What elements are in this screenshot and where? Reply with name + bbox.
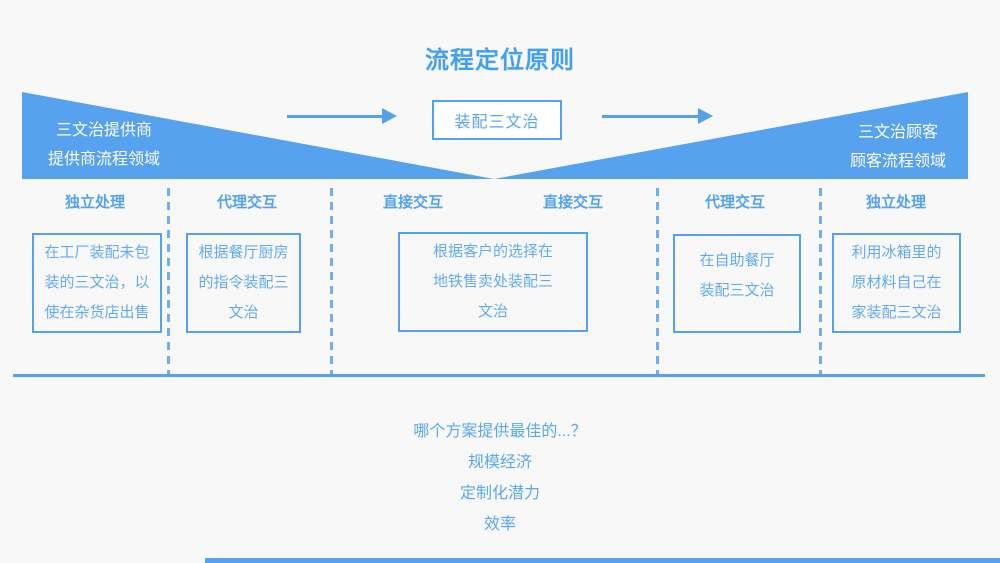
bottom-accent-bar: [205, 558, 1000, 563]
zone-label-independent-right: 独立处理: [865, 194, 926, 211]
assembly-box: 装配三文治: [432, 100, 562, 140]
option-box-factory: 在工厂装配未包 装的三文治，以 使在杂货店出售: [32, 233, 162, 333]
zone-label-independent-left: 独立处理: [64, 194, 125, 211]
zone-divider: [819, 188, 822, 375]
page-title: 流程定位原则: [425, 47, 575, 74]
arrow-shaft: [287, 115, 383, 118]
question-item-customization-potential: 定制化潜力: [459, 485, 540, 502]
zone-label-agent-right: 代理交互: [704, 194, 765, 211]
provider-to-assembly-arrow-icon: [287, 108, 397, 125]
provider-zone-label: 三文治提供商 提供商流程领域: [47, 122, 160, 168]
zone-divider: [330, 188, 333, 375]
arrow-head-icon: [698, 108, 713, 124]
option-box-subway-stand: 根据客户的选择在 地铁售卖处装配三 文治: [398, 232, 588, 332]
question-item-efficiency: 效率: [483, 516, 516, 533]
question-item-economies-of-scale: 规模经济: [467, 454, 532, 471]
questions-title: 哪个方案提供最佳的...？: [413, 423, 587, 440]
arrow-head-icon: [382, 108, 397, 124]
zone-label-agent-left: 代理交互: [216, 194, 277, 211]
option-box-cafeteria: 在自助餐厅 装配三文治: [673, 234, 801, 333]
zone-divider: [656, 188, 659, 375]
zone-label-direct-left: 直接交互: [382, 194, 443, 211]
zone-divider: [167, 188, 170, 375]
option-box-home-fridge: 利用冰箱里的 原材料自己在 家装配三文治: [832, 233, 961, 333]
option-box-restaurant-kitchen: 根据餐厅厨房 的指令装配三 文治: [186, 233, 301, 333]
zone-label-direct-right: 直接交互: [542, 194, 603, 211]
customer-zone-label: 三文治顾客 顾客流程领域: [849, 124, 946, 170]
assembly-to-customer-arrow-icon: [602, 108, 713, 125]
arrow-shaft: [602, 115, 699, 118]
baseline-divider: [13, 374, 985, 377]
questions-block: 哪个方案提供最佳的...？ 规模经济 定制化潜力 效率: [0, 416, 1000, 540]
